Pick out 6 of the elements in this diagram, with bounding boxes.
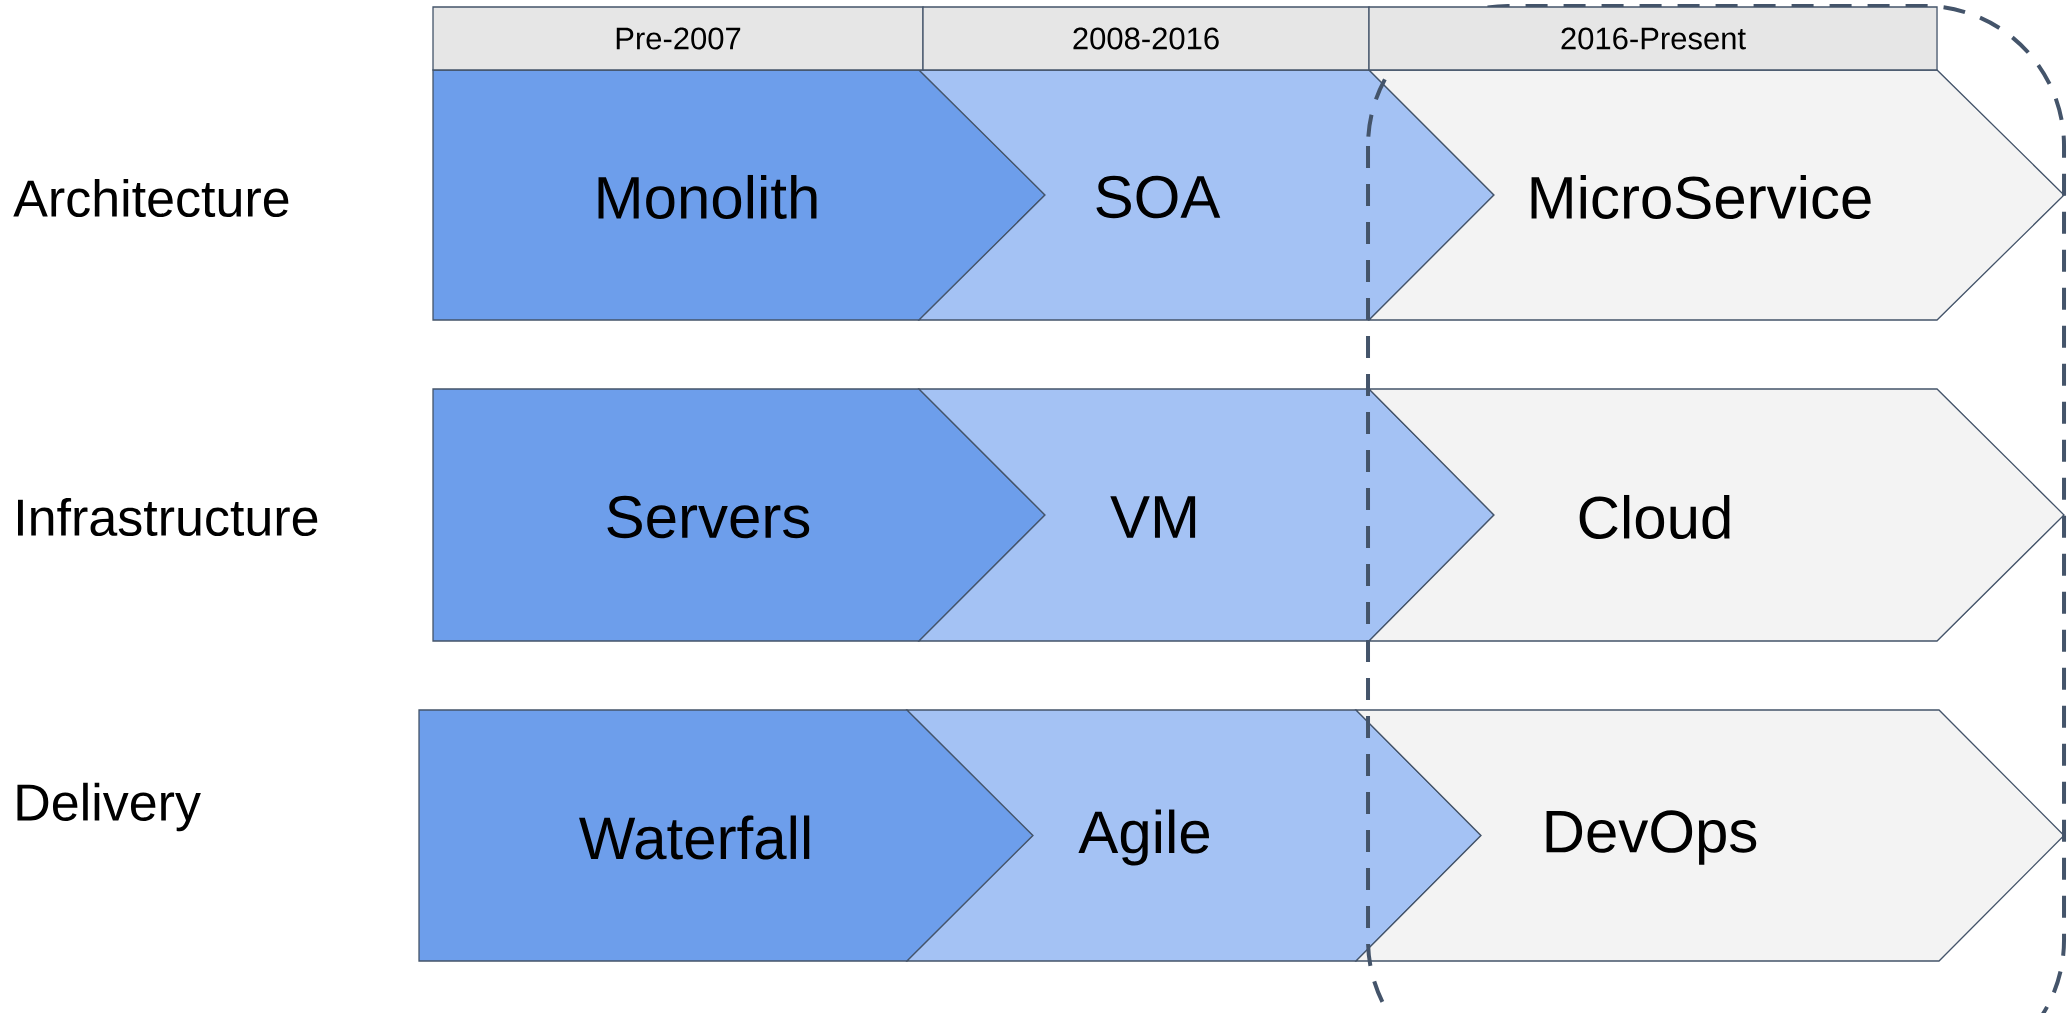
period-header: 2016-Present bbox=[1368, 6, 1938, 71]
row-label: Architecture bbox=[13, 178, 289, 218]
period-header: Pre-2007 bbox=[432, 6, 924, 71]
period-header: 2008-2016 bbox=[922, 6, 1370, 71]
row-label: Infrastructure bbox=[18, 497, 318, 537]
row-label: Delivery bbox=[17, 782, 201, 832]
